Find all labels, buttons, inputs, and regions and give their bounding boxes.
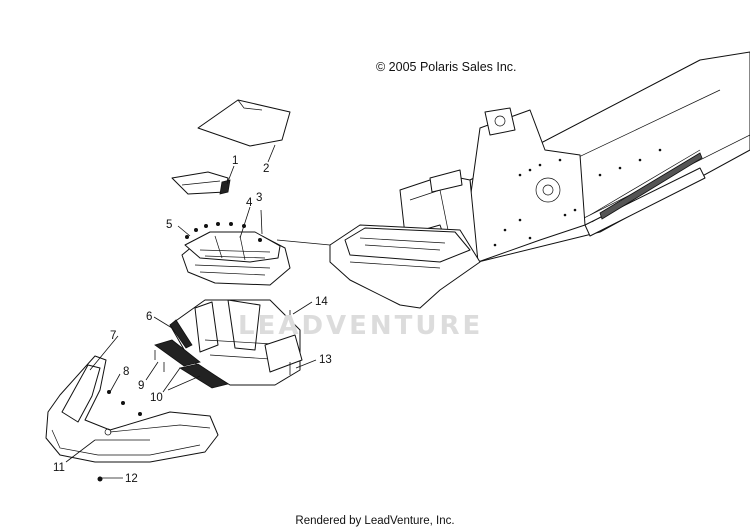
callout-14: 14 [315, 296, 328, 308]
callout-9: 9 [138, 380, 144, 392]
hardware-8-12 [97, 390, 142, 482]
part-1-cover [171, 171, 231, 195]
callout-2: 2 [263, 163, 269, 175]
chassis-tunnel [329, 51, 750, 309]
callout-8: 8 [123, 366, 129, 378]
footer-credit: Rendered by LeadVenture, Inc. [295, 515, 455, 527]
callout-7: 7 [110, 330, 116, 342]
callout-12: 12 [125, 473, 138, 485]
leader-lines [65, 144, 331, 479]
part-10-strips [154, 339, 229, 389]
callout-5: 5 [166, 219, 172, 231]
part-4-skid-plate [181, 231, 291, 286]
hardware-13-14 [154, 310, 291, 375]
callout-13: 13 [319, 354, 332, 366]
rivet-pattern [493, 148, 662, 247]
fasteners-5 [185, 222, 262, 242]
callouts: 1 2 3 4 5 6 7 8 9 10 11 12 13 14 [53, 155, 332, 485]
tunnel-perforations [589, 149, 703, 223]
callout-1: 1 [232, 155, 238, 167]
part-7-bumper [45, 355, 219, 463]
callout-10: 10 [150, 392, 163, 404]
callout-4: 4 [246, 197, 253, 209]
callout-6: 6 [146, 311, 152, 323]
part-2-pad [197, 99, 291, 147]
callout-3: 3 [256, 192, 262, 204]
copyright-text: © 2005 Polaris Sales Inc. [376, 60, 517, 74]
part-6-belly-pan [169, 299, 303, 386]
watermark: LEADVENTURE [238, 311, 484, 341]
callout-11: 11 [53, 462, 65, 474]
